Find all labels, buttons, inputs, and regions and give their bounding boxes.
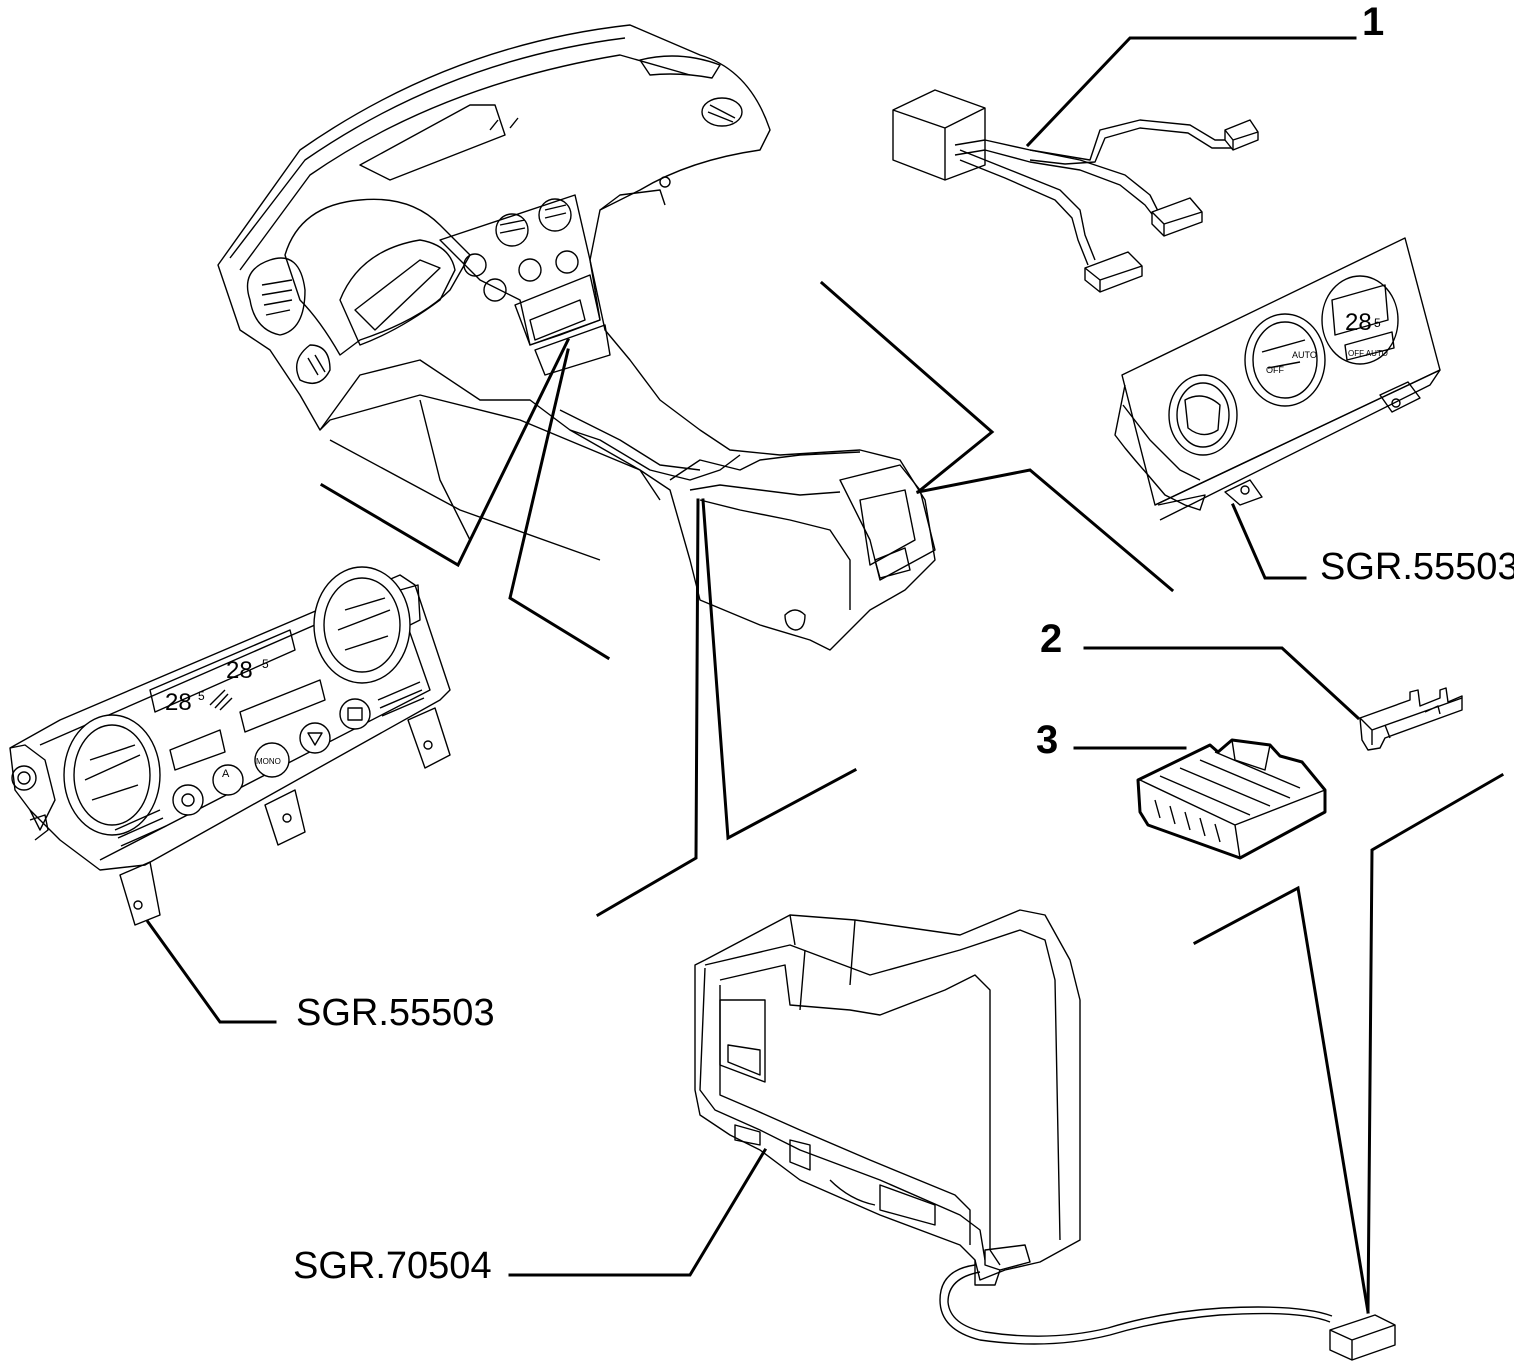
knob-text-off: OFF: [1266, 365, 1284, 375]
part-number-2: 2: [1040, 617, 1063, 661]
climate-panel-lower-drawing: 28 5 28 5 A MONO: [9, 566, 451, 926]
display-decimal-upper: 5: [1374, 316, 1381, 330]
button-text-upper: OFF AUTO: [1348, 349, 1388, 358]
wiring-harness-drawing: [892, 89, 1259, 293]
leader-lines: [145, 36, 1505, 1314]
button-a: A: [222, 768, 230, 780]
display-value-upper: 28: [1345, 309, 1372, 336]
connector-drawing: [1136, 738, 1327, 860]
display-right-decimal: 5: [262, 657, 269, 671]
button-mono: MONO: [256, 757, 281, 766]
knob-text-auto: AUTO: [1292, 350, 1317, 360]
display-left-decimal: 5: [198, 689, 205, 703]
ref-climate-panel-lower: SGR.55503: [296, 992, 495, 1034]
part-number-1: 1: [1362, 0, 1385, 44]
console-housing-drawing: [694, 909, 1396, 1361]
display-right-value: 28: [226, 657, 253, 684]
ref-climate-panel-upper: SGR.55503: [1320, 546, 1514, 588]
part-number-3: 3: [1036, 718, 1059, 762]
display-left-value: 28: [165, 689, 192, 716]
dashboard-drawing: [217, 24, 936, 651]
ref-console-housing: SGR.70504: [293, 1245, 492, 1287]
climate-panel-upper-drawing: OFF AUTO 28 5 OFF AUTO: [1114, 237, 1441, 521]
clip-drawing: [1359, 687, 1463, 751]
